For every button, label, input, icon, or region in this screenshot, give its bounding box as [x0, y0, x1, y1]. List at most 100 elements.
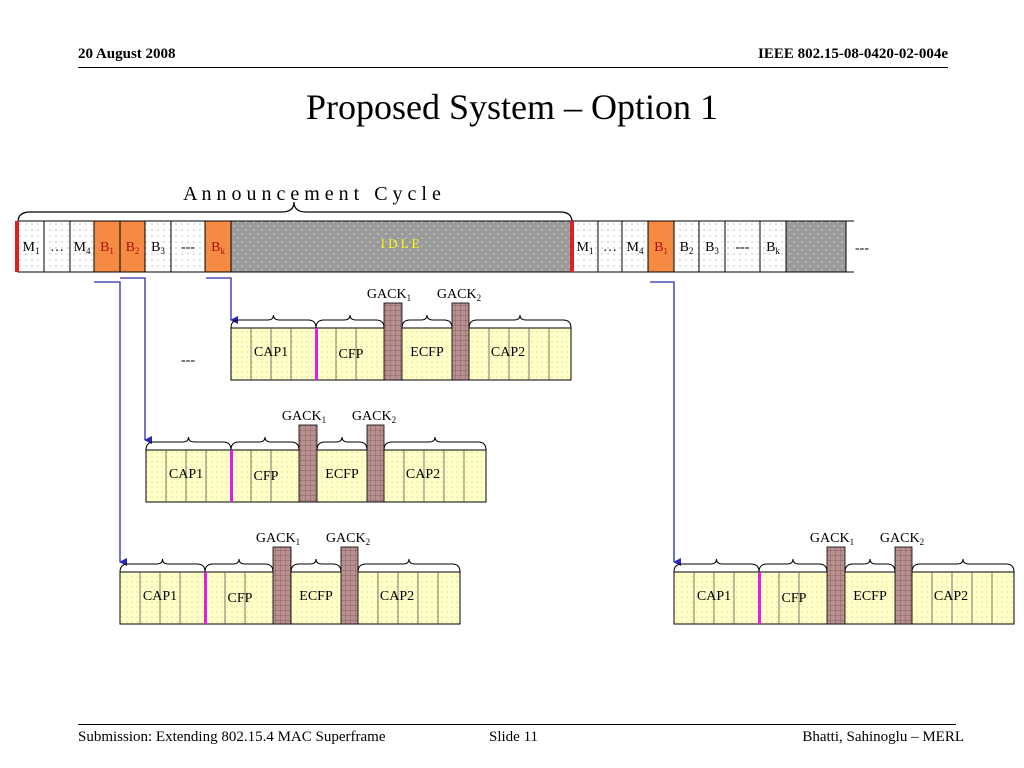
beacon-slot-b1: [93, 220, 121, 273]
gack1-slot: [826, 546, 846, 625]
segment-brace: [230, 436, 300, 451]
arrow-b1: [94, 281, 127, 566]
gack2-slot: [451, 302, 470, 381]
superframe-3: CAP1 CFP ECFP CAP2 GACK1 GACK2: [119, 531, 461, 625]
cap1-label: CAP1: [254, 345, 288, 360]
segment-brace: [204, 558, 274, 573]
cfp-start-marker: [758, 572, 761, 624]
ecfp-label: ECFP: [299, 589, 333, 604]
gack2-slot: [340, 546, 359, 625]
idle-period: [230, 220, 573, 273]
segment-brace: [401, 314, 453, 329]
segment-brace: [145, 436, 232, 451]
cfp-label: CFP: [228, 591, 253, 606]
ecfp-label: ECFP: [325, 467, 359, 482]
gack2-slot: [894, 546, 913, 625]
header-date: 20 August 2008: [78, 46, 176, 62]
segment-brace: [316, 436, 368, 451]
arrow-bk: [206, 277, 238, 324]
segment-brace: [315, 314, 385, 329]
gack1-label: GACK1: [810, 531, 854, 547]
superframe-ellipsis: ---: [181, 353, 195, 368]
segment-brace: [119, 558, 206, 573]
gack2-label: GACK2: [326, 531, 370, 547]
beacon-slot-label: B3: [151, 240, 165, 256]
cap2-label: CAP2: [934, 589, 968, 604]
segment-brace: [758, 558, 828, 573]
gack1-label: GACK1: [256, 531, 300, 547]
segment-brace: [383, 436, 487, 451]
header-rule: [78, 67, 948, 68]
cfp-label: CFP: [254, 469, 279, 484]
beacon-slot-label: Bk: [211, 240, 225, 256]
cycle-end-marker: [570, 221, 574, 272]
ecfp-label: ECFP: [410, 345, 444, 360]
slide-title: Proposed System – Option 1: [305, 87, 718, 127]
cfp-label: CFP: [782, 591, 807, 606]
header-doc-id: IEEE 802.15-08-0420-02-004e: [758, 46, 948, 62]
gack1-slot: [272, 546, 292, 625]
footer-submission: Submission: Extending 802.15.4 MAC Super…: [78, 729, 386, 745]
beacon-row-2-cells: M1 … M4 B1 B2 B3 --- Bk: [571, 220, 787, 273]
cfp-start-marker: [315, 328, 318, 380]
beacon-slot-label: …: [603, 240, 617, 255]
footer-slide-number: Slide 11: [489, 729, 539, 745]
idle-label: I D L E: [381, 236, 420, 251]
cap2-label: CAP2: [406, 467, 440, 482]
cap1-label: CAP1: [697, 589, 731, 604]
cap2-label: CAP2: [491, 345, 525, 360]
segment-brace: [468, 314, 572, 329]
cfp-start-marker: [230, 450, 233, 502]
row-ellipsis: ---: [855, 241, 869, 256]
gack1-slot: [383, 302, 403, 381]
segment-brace: [911, 558, 1015, 573]
idle-period-2: [785, 220, 847, 273]
gack2-slot: [366, 424, 385, 503]
beacon-slot-label: Bk: [766, 240, 780, 256]
beacon-slot-label: M1: [23, 240, 40, 256]
beacon-row-1-cells: M1 … M4 B1 B2 B3 --- Bk: [17, 220, 232, 273]
gack1-label: GACK1: [282, 409, 326, 425]
beacon-slot-label: B2: [680, 240, 694, 256]
cfp-label: CFP: [339, 347, 364, 362]
superframe-1: CAP1 CFP ECFP CAP2 GACK1 GACK2: [230, 287, 572, 381]
cap1-label: CAP1: [143, 589, 177, 604]
ecfp-label: ECFP: [853, 589, 887, 604]
gack1-slot: [298, 424, 318, 503]
beacon-slot-label: B2: [126, 240, 140, 256]
gack2-label: GACK2: [880, 531, 924, 547]
gack2-label: GACK2: [352, 409, 396, 425]
beacon-slot-label: B3: [705, 240, 719, 256]
gack1-label: GACK1: [367, 287, 411, 303]
superframe-2: CAP1 CFP ECFP CAP2 GACK1 GACK2: [145, 409, 487, 503]
segment-brace: [844, 558, 896, 573]
beacon-slot-label: ---: [736, 240, 750, 255]
beacon-slot-label: M4: [74, 240, 91, 256]
beacon-slot-label: M4: [627, 240, 644, 256]
beacon-slot-label: B1: [100, 240, 114, 256]
gack2-label: GACK2: [437, 287, 481, 303]
arrow-b1-next: [650, 281, 681, 566]
beacon-slot-label: B1: [654, 240, 668, 256]
beacon-slot-bk: [204, 220, 232, 273]
footer-rule: [78, 724, 956, 725]
arrow-b2: [120, 277, 152, 444]
cap2-label: CAP2: [380, 589, 414, 604]
cycle-start-marker: [15, 221, 19, 272]
cycle-brace: [17, 201, 573, 223]
beacon-slot-label: ---: [181, 240, 195, 255]
segment-brace: [290, 558, 342, 573]
beacon-slot-label: M1: [577, 240, 594, 256]
footer-authors: Bhatti, Sahinoglu – MERL: [802, 729, 964, 745]
cycle-label: A n n o u n c e m e n t C y c l e: [183, 183, 441, 205]
segment-brace: [357, 558, 461, 573]
cfp-start-marker: [204, 572, 207, 624]
segment-brace: [230, 314, 317, 329]
beacon-slot-label: …: [50, 240, 64, 255]
cap1-label: CAP1: [169, 467, 203, 482]
superframe-4: CAP1 CFP ECFP CAP2 GACK1 GACK2: [673, 531, 1015, 625]
segment-brace: [673, 558, 760, 573]
